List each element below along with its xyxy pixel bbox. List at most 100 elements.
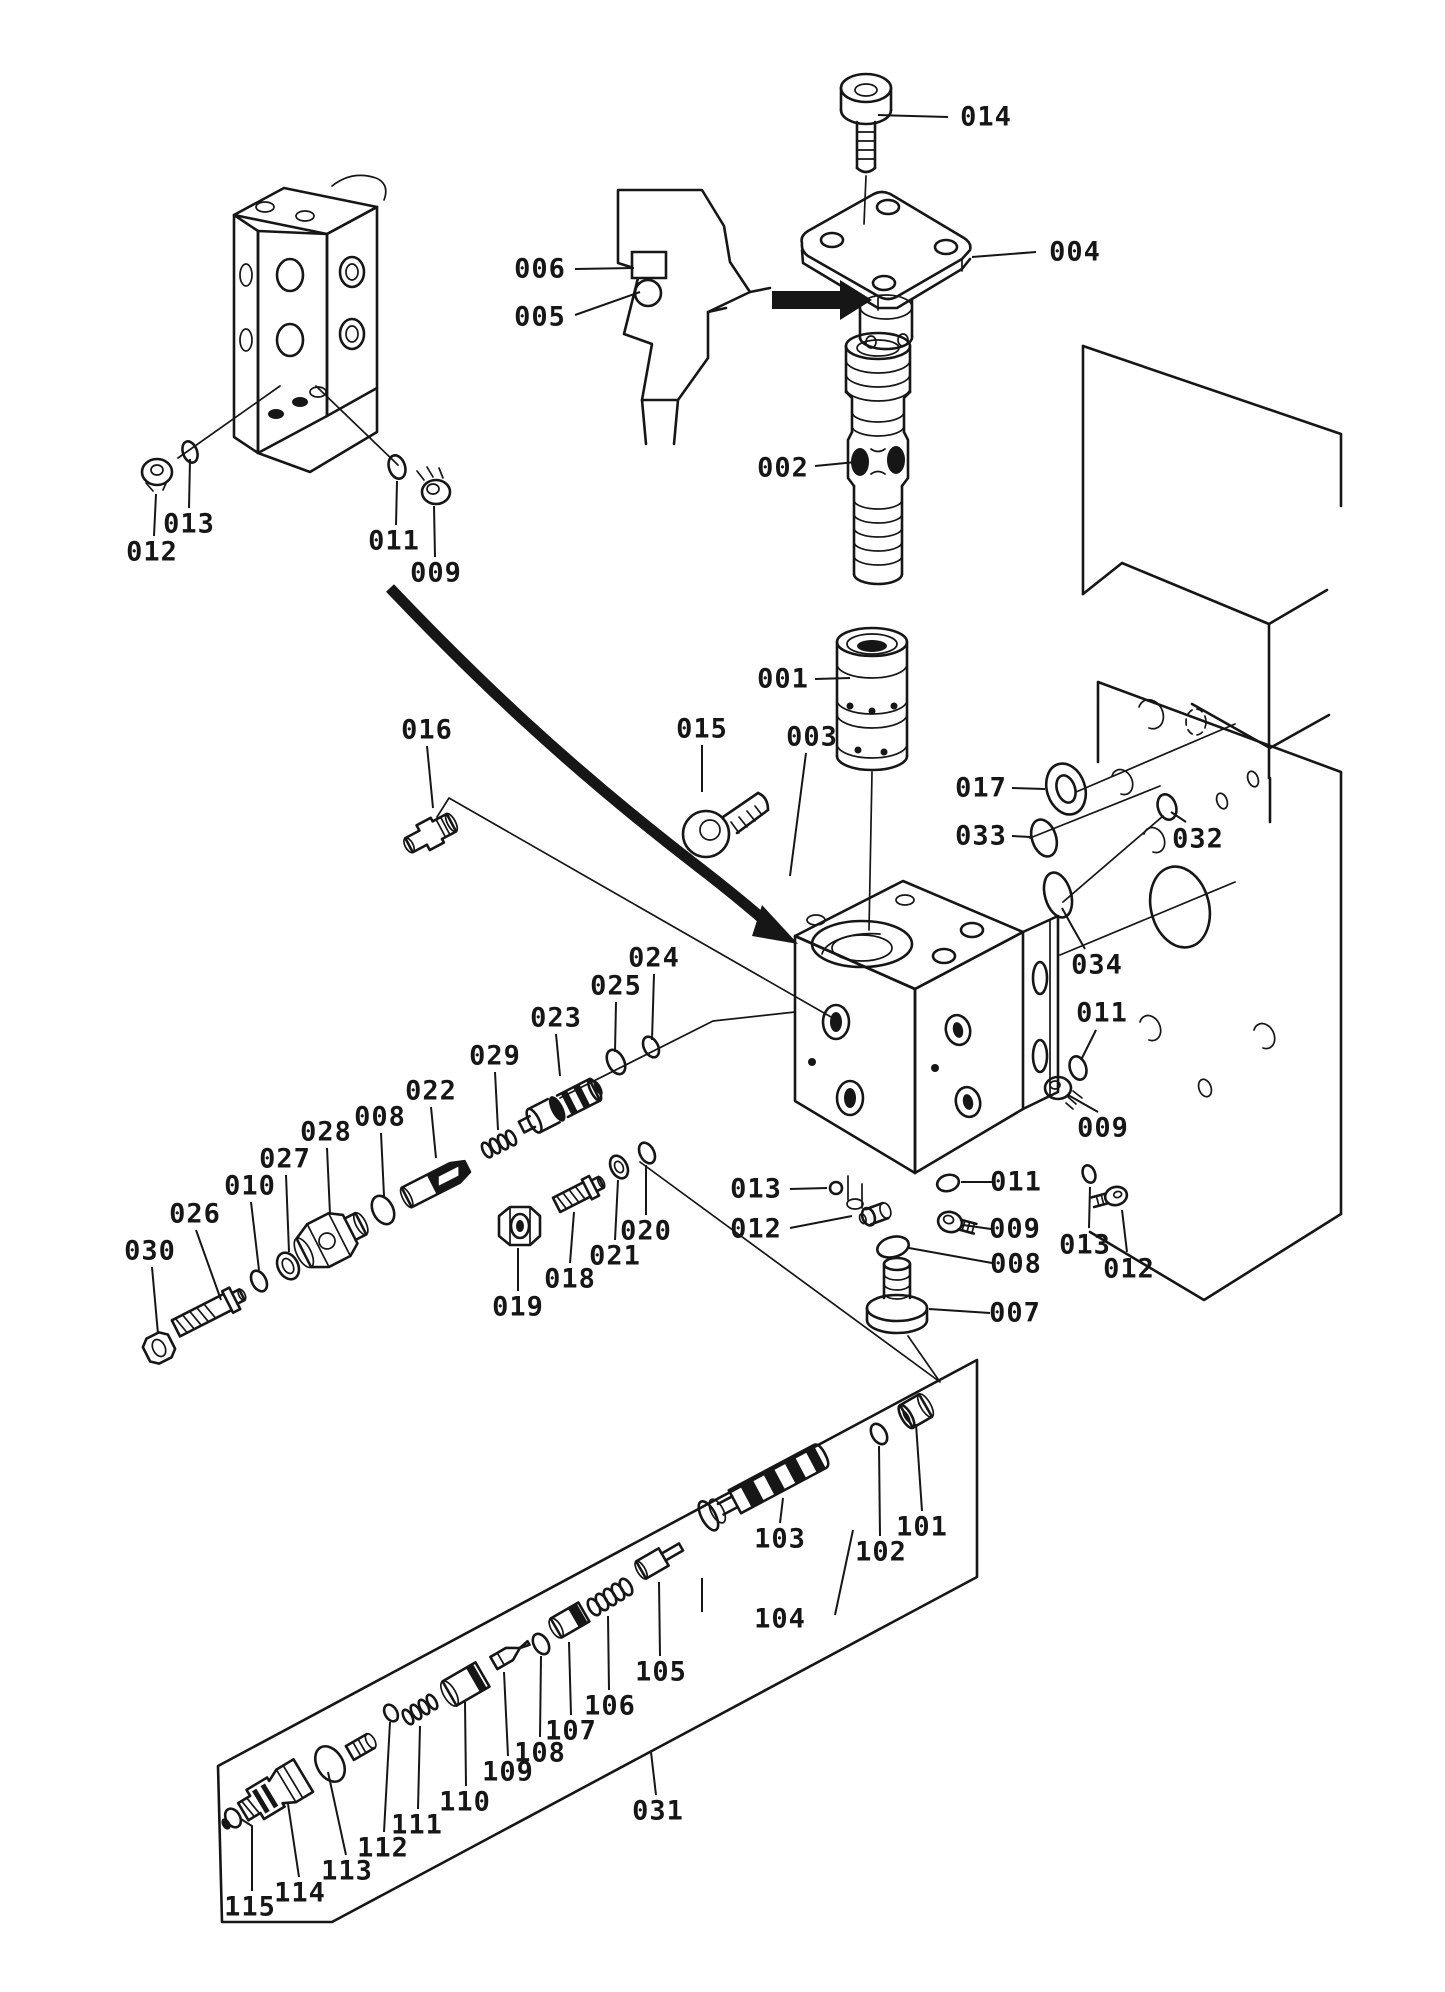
part-label-008: 008 [908, 1247, 1041, 1280]
adjuster-screw-026 [170, 1286, 247, 1338]
part-number: 111 [391, 1810, 443, 1841]
part-label-008: 008 [354, 1102, 406, 1197]
leader-line [1080, 1029, 1097, 1061]
hex-nut-019 [497, 1205, 542, 1247]
part-label-020: 020 [620, 1165, 671, 1247]
leader-line [188, 458, 191, 509]
leader-line [814, 677, 851, 680]
part-number: 101 [896, 1512, 948, 1543]
part-label-030: 030 [124, 1236, 176, 1335]
part-label-015: 015 [676, 714, 727, 792]
oring-013-right [1081, 1163, 1097, 1185]
leader-line [395, 480, 398, 526]
part-label-005: 005 [514, 291, 641, 333]
part-label-007: 007 [928, 1298, 1041, 1329]
part-number: 013 [163, 509, 215, 540]
oring-025 [605, 1048, 627, 1076]
oring-033 [1029, 818, 1059, 858]
part-number: 008 [354, 1102, 406, 1133]
part-number: 107 [545, 1716, 597, 1747]
part-number: 011 [368, 526, 420, 557]
part-number: 007 [989, 1298, 1041, 1329]
part-number: 012 [1103, 1254, 1155, 1285]
part-number: 028 [300, 1117, 352, 1148]
leader-line [285, 1174, 290, 1253]
part-label-101: 101 [896, 1423, 948, 1543]
oring-113 [313, 1745, 347, 1783]
leader-line [908, 1247, 993, 1264]
part-number: 003 [786, 722, 838, 753]
part-label-018: 018 [544, 1211, 596, 1295]
part-number: 023 [530, 1003, 582, 1034]
leader-line [651, 973, 655, 1041]
plug-fitting-016 [403, 812, 459, 854]
part-number: 026 [169, 1199, 221, 1230]
leader-line [430, 1106, 437, 1159]
part-number: 104 [754, 1604, 806, 1635]
part-number: 102 [855, 1537, 907, 1568]
part-label-009: 009 [1067, 1094, 1128, 1144]
leader-line [658, 1581, 661, 1657]
part-number: 004 [1049, 237, 1101, 268]
part-number: 103 [754, 1524, 806, 1555]
part-number: 021 [589, 1241, 641, 1272]
threaded-fitting-018 [551, 1174, 606, 1214]
part-label-001: 001 [757, 664, 851, 695]
leader-line [814, 461, 857, 467]
leader-line [962, 1224, 992, 1230]
leader-line [1121, 1209, 1128, 1253]
machine-body [1029, 344, 1343, 1302]
part-number: 022 [405, 1076, 457, 1107]
oring-020 [637, 1141, 657, 1165]
part-number: 033 [955, 821, 1007, 852]
part-label-013: 013 [1059, 1186, 1111, 1261]
part-number: 030 [124, 1236, 176, 1267]
leader-line [380, 1132, 385, 1197]
part-number: 034 [1071, 950, 1123, 981]
part-number: 018 [544, 1264, 596, 1295]
poppet-109 [489, 1639, 531, 1671]
hex-plug-028 [293, 1211, 369, 1269]
part-number: 114 [274, 1878, 326, 1909]
part-label-032: 032 [1170, 811, 1224, 855]
axis-line-ports [559, 1011, 796, 1099]
leader-line [1067, 1094, 1099, 1113]
flow-arrow [386, 584, 798, 944]
leader-line [971, 251, 1037, 258]
leader-line [1011, 787, 1046, 790]
screw-012-right [1090, 1185, 1129, 1209]
leader-line [426, 745, 434, 809]
leader-line [326, 1147, 331, 1215]
leader-line [151, 1266, 159, 1335]
part-number: 001 [757, 664, 809, 695]
leader-line [383, 1721, 391, 1833]
part-number: 029 [469, 1041, 521, 1072]
spring-guide-105 [634, 1542, 685, 1580]
oring-032 [1156, 793, 1178, 821]
oring-108 [531, 1632, 551, 1656]
part-label-012: 012 [126, 493, 177, 568]
part-number: 027 [259, 1144, 311, 1175]
part-number: 032 [1172, 824, 1224, 855]
relief-valve-tip-115 [221, 1807, 243, 1830]
oring-011-topleft [387, 454, 407, 480]
part-number: 113 [321, 1856, 373, 1887]
part-number: 011 [1076, 998, 1128, 1029]
oring-008-center [876, 1235, 910, 1259]
cartridge-023 [517, 1077, 603, 1134]
leader-line [240, 1818, 253, 1891]
oring-008-left [370, 1194, 396, 1226]
part-label-012: 012 [1103, 1209, 1155, 1285]
part-label-112: 112 [357, 1721, 408, 1864]
oring-011-center [935, 1173, 961, 1193]
part-number: 016 [401, 715, 453, 746]
washer-013-topleft [181, 440, 199, 464]
part-number: 025 [590, 971, 642, 1002]
axis-line-016 [436, 797, 839, 1022]
lock-nut-030 [141, 1331, 177, 1365]
leader-line [574, 267, 635, 270]
part-label-011: 011 [368, 480, 420, 557]
leader-line [1170, 811, 1187, 823]
part-number: 013 [1059, 1230, 1111, 1261]
